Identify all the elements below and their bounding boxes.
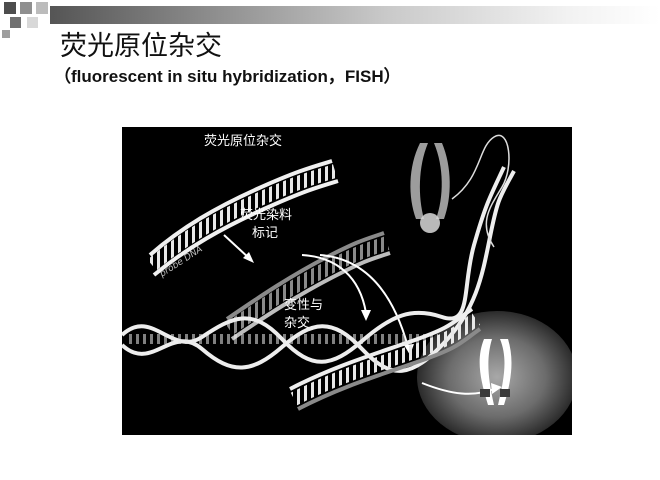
hybridization-step-line1: 变性与 bbox=[284, 297, 323, 313]
decoration-square bbox=[2, 30, 10, 38]
nucleus-chromosome bbox=[479, 339, 512, 405]
labeling-step-line1: 荧光染料 bbox=[240, 208, 292, 223]
decoration-square bbox=[27, 17, 38, 28]
target-arrow bbox=[319, 254, 409, 348]
hybridization-arrow bbox=[301, 254, 367, 314]
decoration-square bbox=[36, 2, 48, 14]
title-decoration bbox=[0, 0, 660, 40]
labeling-arrowhead bbox=[243, 252, 254, 263]
hybridization-step-line2: 杂交 bbox=[284, 315, 310, 331]
hybridization-arrowhead bbox=[361, 310, 371, 321]
gradient-bar bbox=[50, 6, 660, 24]
slide-subtitle: （fluorescent in situ hybridization，FISH） bbox=[54, 67, 401, 86]
decoration-square bbox=[4, 2, 16, 14]
hybridized-ribbon bbox=[289, 307, 482, 411]
nucleus-glow bbox=[417, 311, 572, 435]
labeling-arrow bbox=[223, 234, 251, 260]
decoration-square bbox=[20, 2, 32, 14]
nucleus-arrowhead bbox=[491, 383, 502, 394]
metaphase-chromosome bbox=[410, 134, 510, 248]
fish-diagram: 荧光原位杂交 probe DNA 荧光染料 标记 变性与 杂交 bbox=[122, 133, 572, 435]
fish-illustration: 荧光原位杂交 probe DNA 荧光染料 标记 变性与 杂交 bbox=[122, 127, 572, 435]
labeling-step-line2: 标记 bbox=[252, 226, 278, 241]
figure-heading: 荧光原位杂交 bbox=[204, 133, 282, 149]
probe-dna-ribbon bbox=[147, 159, 339, 277]
target-dna-helix bbox=[122, 166, 516, 373]
slide-title: 荧光原位杂交 bbox=[60, 31, 222, 62]
decoration-square bbox=[10, 17, 21, 28]
